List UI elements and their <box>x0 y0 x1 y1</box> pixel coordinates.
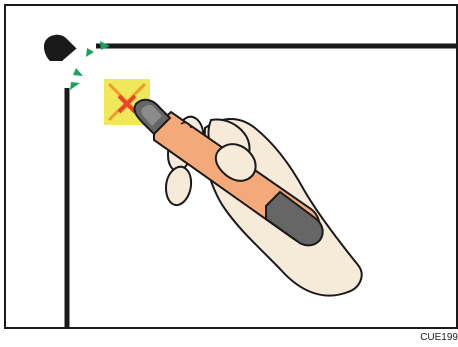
figure-code: CUE199 <box>420 333 458 343</box>
sensor-icon <box>44 35 77 61</box>
hand-with-pen-illustration <box>134 100 361 296</box>
